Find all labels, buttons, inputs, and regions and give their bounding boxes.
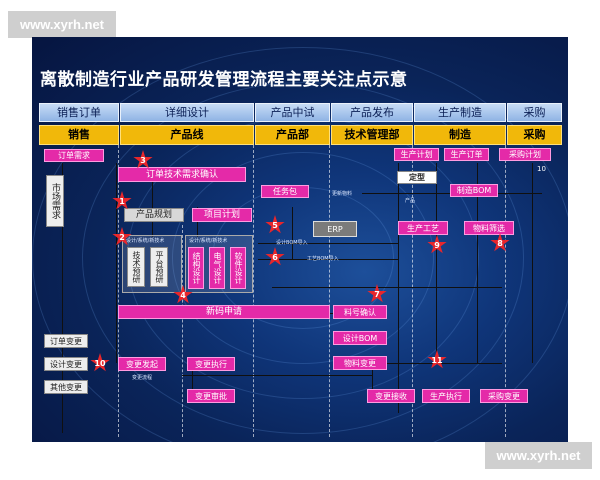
finalize-note: 产品: [405, 198, 416, 204]
connector-line: [398, 163, 399, 413]
focus-star-9-label: 9: [434, 241, 440, 250]
phase-purchasing: 采购: [507, 103, 562, 122]
connector-line: [116, 163, 117, 363]
purchase-plan-box[interactable]: 采购计划: [499, 148, 551, 161]
connector-line: [258, 243, 398, 244]
order-change-box[interactable]: 订单变更: [44, 334, 88, 348]
dept-manufacturing: 制造: [414, 125, 506, 145]
task-package-note: 更新物料: [332, 191, 353, 197]
connector-line: [436, 163, 437, 363]
design-bom-box[interactable]: 设计BOM: [333, 331, 387, 345]
connector-line: [152, 177, 153, 237]
dept-sales: 销售: [39, 125, 119, 145]
dept-product: 产品部: [255, 125, 330, 145]
connector-line: [182, 375, 372, 376]
dept-tech-management: 技术管理部: [331, 125, 413, 145]
process-diagram-slide: 离散制造行业产品研发管理流程主要关注点示意 销售订单 详细设计 产品中试 产品发…: [32, 37, 568, 442]
erp-note-design-bom: 设计BOM导入: [276, 240, 308, 246]
design-change-box[interactable]: 设计变更: [44, 357, 88, 371]
change-initiate-box[interactable]: 变更发起: [118, 357, 166, 371]
dept-purchasing: 采购: [507, 125, 562, 145]
lane-divider: [253, 145, 254, 437]
focus-star-2-label: 2: [119, 233, 125, 242]
dept-product-line: 产品线: [120, 125, 254, 145]
watermark-bottom: www.xyrh.net: [485, 442, 592, 469]
phase-release: 产品发布: [331, 103, 413, 122]
phase-pilot: 产品中试: [255, 103, 330, 122]
change-approval-box[interactable]: 变更审批: [187, 389, 235, 403]
new-code-request-box[interactable]: 新码申请: [118, 305, 330, 319]
finalize-box[interactable]: 定型: [397, 171, 437, 184]
manufacturing-bom-box[interactable]: 制造BOM: [450, 184, 498, 197]
focus-star-8-label: 8: [497, 239, 503, 248]
tech-research-box[interactable]: 技术预研: [127, 247, 145, 287]
connector-line: [258, 259, 398, 260]
focus-star-7-label: 7: [374, 290, 380, 299]
change-flow-note: 变更流程: [132, 375, 153, 381]
lane-divider: [182, 225, 183, 437]
order-tech-confirm-box[interactable]: 订单技术需求确认: [118, 167, 246, 182]
focus-star-6-label: 6: [272, 253, 278, 262]
production-execute-box[interactable]: 生产执行: [422, 389, 470, 403]
diagram-title: 离散制造行业产品研发管理流程主要关注点示意: [40, 70, 408, 90]
production-process-box[interactable]: 生产工艺: [398, 221, 448, 235]
connector-line: [272, 287, 502, 288]
focus-star-11-label: 11: [431, 356, 443, 365]
task-package-box[interactable]: 任务包: [261, 185, 309, 198]
connector-line: [62, 163, 63, 433]
phase-sales-order: 销售订单: [39, 103, 119, 122]
project-plan-box[interactable]: 项目计划: [192, 208, 252, 222]
focus-star-5-label: 5: [272, 221, 278, 230]
lane-divider: [412, 145, 413, 437]
erp-note-process-bom: 工艺BOM导入: [307, 256, 339, 262]
phase-manufacturing: 生产制造: [414, 103, 506, 122]
connector-line: [372, 367, 373, 395]
connector-line: [197, 207, 198, 237]
design-group-label: 设计/系统/新技术: [189, 238, 228, 244]
production-order-box[interactable]: 生产订单: [444, 148, 489, 161]
structure-design-box[interactable]: 结构设计: [188, 247, 204, 289]
order-demand-box[interactable]: 订单需求: [44, 149, 104, 162]
market-demand-box[interactable]: 市场需求: [46, 175, 64, 227]
other-change-box[interactable]: 其他变更: [44, 380, 88, 394]
focus-star-4-label: 4: [180, 291, 186, 300]
erp-box[interactable]: ERP: [313, 221, 357, 237]
research-group-label: 设计/系统/新技术: [126, 238, 165, 244]
phase-detailed-design: 详细设计: [120, 103, 254, 122]
platform-research-box[interactable]: 平台预研: [150, 247, 168, 287]
electrical-design-box[interactable]: 电气设计: [209, 247, 225, 289]
watermark-top: www.xyrh.net: [8, 11, 116, 38]
focus-star-10-label: 10: [94, 359, 106, 368]
software-design-box[interactable]: 软件设计: [230, 247, 246, 289]
background-arc: [32, 47, 568, 442]
lane-divider: [505, 145, 506, 437]
change-receive-box[interactable]: 变更接收: [367, 389, 415, 403]
production-plan-box[interactable]: 生产计划: [394, 148, 439, 161]
connector-line: [292, 207, 293, 259]
connector-line: [532, 163, 533, 363]
purchase-change-box[interactable]: 采购变更: [480, 389, 528, 403]
focus-star-1-label: 1: [119, 197, 125, 206]
connector-line: [192, 363, 193, 393]
page-number: 10: [537, 165, 546, 173]
connector-line: [477, 163, 478, 363]
material-screening-box[interactable]: 物料筛选: [464, 221, 514, 235]
lane-divider: [329, 145, 330, 437]
change-execute-box[interactable]: 变更执行: [187, 357, 235, 371]
product-planning-box[interactable]: 产品规划: [124, 208, 184, 222]
focus-star-3-label: 3: [140, 156, 146, 165]
material-code-confirm-box[interactable]: 料号确认: [333, 305, 387, 319]
lane-divider: [118, 145, 119, 437]
material-change-box[interactable]: 物料变更: [333, 356, 387, 370]
